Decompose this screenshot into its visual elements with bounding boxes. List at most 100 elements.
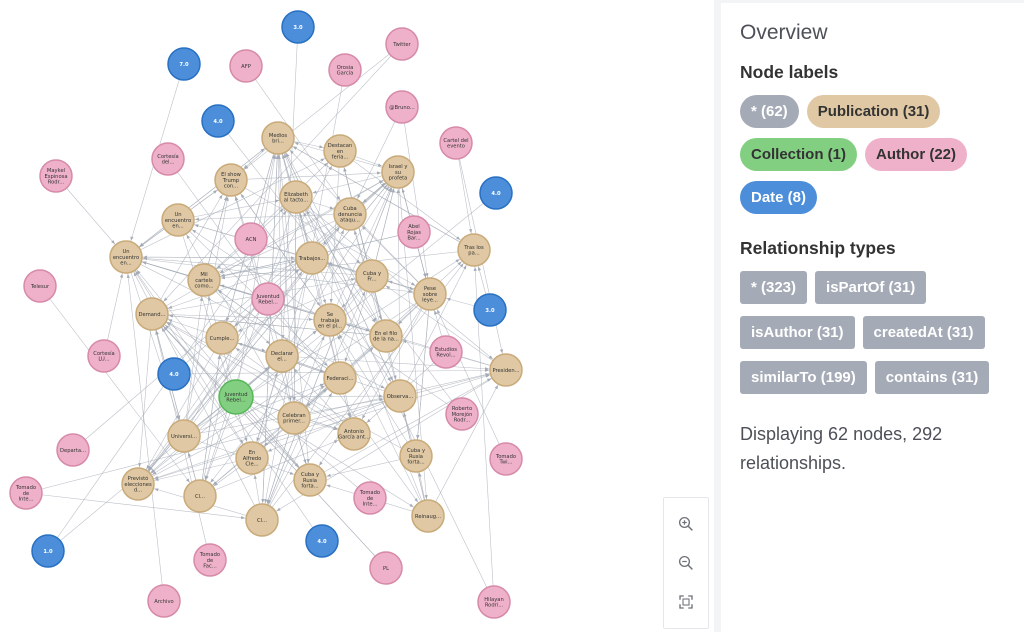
relationship-edge[interactable] [203, 150, 341, 281]
relationship-edge[interactable] [281, 355, 507, 371]
author-node[interactable]: TomadodeInte... [9, 476, 43, 510]
relationship-edge[interactable] [125, 150, 341, 258]
author-node-circle[interactable] [477, 585, 511, 619]
relationship-edge[interactable] [261, 275, 373, 521]
relationship-edge[interactable] [245, 65, 351, 215]
author-node-circle[interactable] [193, 543, 227, 577]
relationship-edge[interactable] [151, 313, 371, 499]
publication-node[interactable]: EnAlfredoCle... [235, 441, 269, 475]
relationship-edge[interactable] [235, 396, 429, 517]
relationship-edge[interactable] [125, 256, 253, 459]
author-node[interactable]: TomadodeFac... [193, 543, 227, 577]
author-node-circle[interactable] [251, 282, 285, 316]
publication-node[interactable]: Milcartelscomo... [187, 263, 221, 297]
relationship-edge[interactable] [203, 171, 399, 281]
zoom-in-button[interactable] [671, 509, 701, 539]
relationship-edge[interactable] [151, 179, 232, 315]
fit-screen-button[interactable] [671, 587, 701, 617]
author-node-circle[interactable] [445, 397, 479, 431]
date-node-circle[interactable] [473, 293, 507, 327]
date-node[interactable]: 1.0 [31, 534, 65, 568]
relationship-edge[interactable] [151, 313, 387, 569]
relationship-edge[interactable] [137, 337, 223, 485]
relationship-edge[interactable] [329, 319, 429, 517]
author-node[interactable]: Departa... [56, 433, 90, 467]
date-node[interactable]: 3.0 [473, 293, 507, 327]
author-node[interactable]: @Bruno... [385, 90, 419, 124]
publication-node[interactable]: Cubadenunciaataqu... [333, 197, 367, 231]
relationship-edge[interactable] [251, 213, 351, 459]
date-node-circle[interactable] [201, 104, 235, 138]
relationship-edge[interactable] [277, 137, 283, 357]
publication-node[interactable]: Demand... [135, 297, 169, 331]
date-node-circle[interactable] [167, 47, 201, 81]
publication-node-circle[interactable] [489, 353, 523, 387]
relationship-edge[interactable] [309, 369, 507, 481]
publication-node[interactable]: El showTrumpcon... [214, 163, 248, 197]
relationship-edge[interactable] [309, 293, 431, 481]
author-node-circle[interactable] [229, 49, 263, 83]
relationship-edge[interactable] [230, 43, 403, 181]
relationship-edge[interactable] [125, 256, 313, 259]
author-node[interactable]: Archivo [147, 584, 181, 618]
publication-node[interactable]: Pesesobreleye... [413, 277, 447, 311]
relationship-edge[interactable] [103, 256, 127, 357]
publication-node-circle[interactable] [121, 467, 155, 501]
date-node-circle[interactable] [305, 524, 339, 558]
date-node[interactable]: 3.0 [281, 10, 315, 44]
publication-node[interactable]: Destacanenferia... [323, 134, 357, 168]
publication-node-circle[interactable] [313, 303, 347, 337]
relationship-edge[interactable] [151, 313, 387, 337]
author-node[interactable]: Telesur [23, 269, 57, 303]
publication-node[interactable]: Mediosbri... [261, 121, 295, 155]
relationship-edge[interactable] [137, 395, 401, 485]
publication-node-circle[interactable] [205, 321, 239, 355]
author-node-circle[interactable] [489, 442, 523, 476]
relationship-edge[interactable] [397, 171, 401, 397]
publication-node-circle[interactable] [235, 441, 269, 475]
publication-node[interactable]: Cuba yFr... [355, 259, 389, 293]
publication-node-circle[interactable] [413, 277, 447, 311]
author-node[interactable]: TomadoTwi... [489, 442, 523, 476]
publication-node[interactable]: Declararel... [265, 339, 299, 373]
relationship-edge[interactable] [203, 249, 475, 281]
collection-node[interactable]: JuventudRebel... [218, 379, 254, 415]
publication-node[interactable]: Cuba yRusiaforta... [399, 439, 433, 473]
date-node-circle[interactable] [281, 10, 315, 44]
publication-node-circle[interactable] [295, 241, 329, 275]
author-node-circle[interactable] [9, 476, 43, 510]
relationship-edge[interactable] [199, 433, 355, 497]
publication-node-circle[interactable] [337, 417, 371, 451]
relationship-edge[interactable] [137, 369, 507, 485]
relationship-edge[interactable] [281, 171, 399, 357]
relationship-edge[interactable] [183, 179, 232, 437]
relationship-type-chip[interactable]: createdAt (31) [862, 316, 985, 349]
publication-node[interactable]: Presiden... [489, 353, 523, 387]
author-node[interactable]: PL [369, 551, 403, 585]
date-node[interactable]: 7.0 [167, 47, 201, 81]
relationship-edge[interactable] [329, 150, 341, 321]
relationship-edge[interactable] [339, 150, 475, 251]
author-node[interactable]: EstudiosRevol... [429, 335, 463, 369]
node-label-chip[interactable]: * (62) [740, 95, 799, 128]
author-node[interactable]: Twitter [385, 27, 419, 61]
publication-node-circle[interactable] [457, 233, 491, 267]
publication-node[interactable]: Cl... [245, 503, 279, 537]
node-label-chip[interactable]: Date (8) [740, 181, 818, 214]
relationship-edge[interactable] [125, 256, 185, 437]
author-node[interactable]: CortesíaLU... [87, 339, 121, 373]
author-node[interactable]: AbelRojasBar... [397, 215, 431, 249]
author-node-circle[interactable] [39, 159, 73, 193]
publication-node[interactable]: Celebranprimer... [277, 401, 311, 435]
publication-node-circle[interactable] [261, 121, 295, 155]
author-node-circle[interactable] [353, 481, 387, 515]
relationship-edge[interactable] [137, 298, 269, 485]
author-node[interactable]: ACN [234, 222, 268, 256]
author-node-circle[interactable] [56, 433, 90, 467]
publication-node-circle[interactable] [369, 319, 403, 353]
relationship-edge[interactable] [137, 377, 341, 485]
publication-node-circle[interactable] [167, 419, 201, 453]
